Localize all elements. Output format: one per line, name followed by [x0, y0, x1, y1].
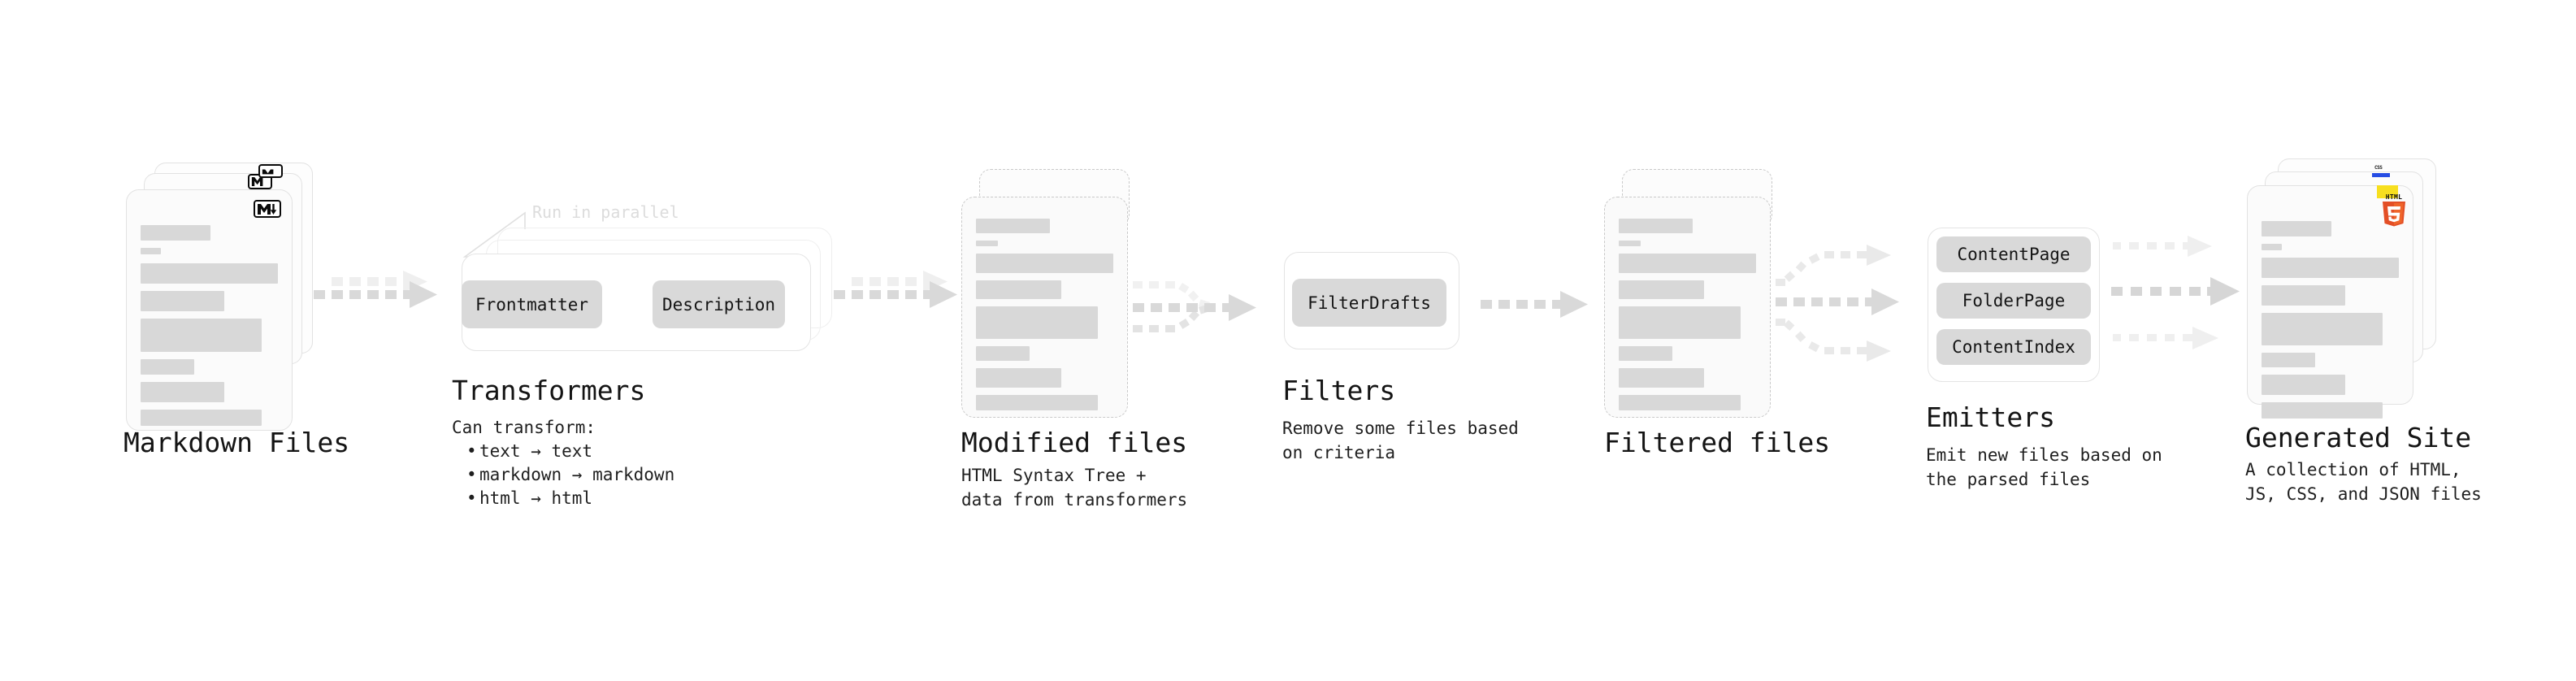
arrow-modified-to-filters-merge	[1133, 281, 1256, 332]
js-icon	[2377, 185, 2398, 198]
arrow-transformers-to-modified	[834, 271, 957, 308]
arrow-emitters-to-site	[2111, 236, 2240, 349]
generated-site-description: A collection of HTML, JS, CSS, and JSON …	[2245, 460, 2482, 504]
modified-files-stack	[961, 163, 1148, 431]
site-skeleton-lines	[2262, 221, 2399, 426]
emitters-pill-folderpage[interactable]: FolderPage	[1936, 283, 2091, 319]
filtered-files-title: Filtered files	[1604, 427, 1831, 458]
modified-files-description: HTML Syntax Tree + data from transformer…	[961, 466, 1188, 510]
emitters-pill-contentindex[interactable]: ContentIndex	[1936, 329, 2091, 365]
filters-title: Filters	[1282, 375, 1396, 406]
modified-files-title: Modified files	[961, 427, 1188, 458]
generated-site-title: Generated Site	[2245, 422, 2472, 453]
html5-icon: HTML	[2380, 193, 2408, 227]
transformers-title: Transformers	[452, 375, 646, 406]
transform-item: html → html	[466, 487, 674, 510]
emitters-description: Emit new files based on the parsed files	[1926, 445, 2162, 489]
run-in-parallel-label: Run in parallel	[532, 202, 679, 222]
arrow-filtered-to-emitters-fanout	[1776, 245, 1899, 362]
transformer-pill-frontmatter[interactable]: Frontmatter	[462, 280, 602, 328]
markdown-skeleton-lines	[141, 225, 278, 433]
transformers-capability-list: text → text markdown → markdown html → h…	[452, 440, 674, 510]
filtered-skeleton-lines	[1619, 219, 1756, 418]
svg-text:HTML: HTML	[2386, 193, 2402, 201]
arrow-filters-to-filtered	[1481, 291, 1588, 318]
generated-site-stack	[2247, 158, 2450, 435]
arrow-markdown-to-transformers	[314, 271, 437, 308]
css-icon-label: CSS	[2374, 165, 2383, 171]
markdown-files-title: Markdown Files	[124, 427, 350, 458]
emitters-title: Emitters	[1926, 401, 2055, 433]
filtered-files-stack	[1604, 163, 1791, 431]
filtered-card-front	[1604, 197, 1771, 418]
transform-item: markdown → markdown	[466, 463, 674, 487]
markdown-files-stack	[126, 163, 321, 431]
markdown-icon-back	[258, 164, 283, 178]
markdown-card-front	[126, 189, 293, 431]
transformers-description-lead: Can transform:	[452, 418, 596, 437]
markdown-icon	[254, 200, 281, 218]
filters-description: Remove some files based on criteria	[1282, 419, 1519, 462]
modified-skeleton-lines	[976, 219, 1113, 418]
modified-card-front	[961, 197, 1128, 418]
filters-pill-filterdrafts[interactable]: FilterDrafts	[1292, 279, 1446, 327]
transformer-pill-description[interactable]: Description	[653, 280, 785, 328]
emitters-pill-contentpage[interactable]: ContentPage	[1936, 236, 2091, 272]
css-icon	[2372, 173, 2390, 177]
transform-item: text → text	[466, 440, 674, 463]
